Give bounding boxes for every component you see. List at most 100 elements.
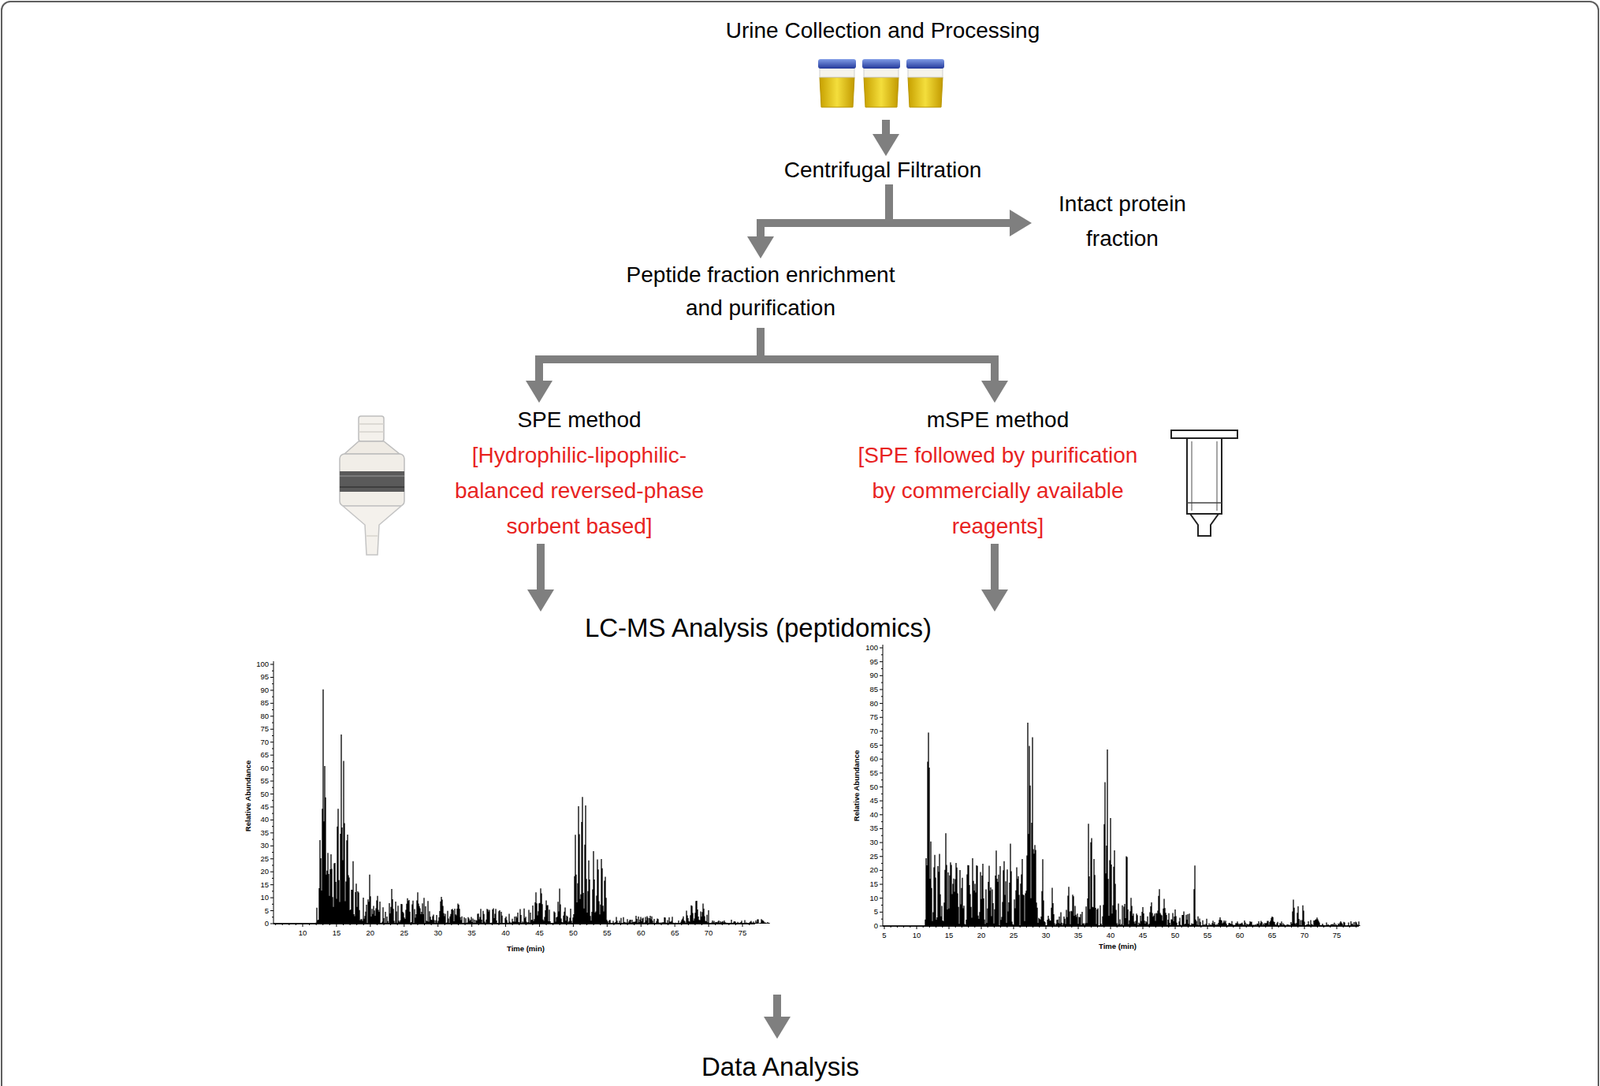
tick-label: 60 <box>859 754 879 764</box>
tick-label: 5 <box>859 907 879 917</box>
tick-label: 0 <box>859 921 879 931</box>
tick-label: 55 <box>249 776 269 786</box>
tick-label: 50 <box>561 928 585 938</box>
tick-label: 30 <box>426 928 451 938</box>
tick-label: 70 <box>696 928 721 938</box>
tick-label: 45 <box>527 928 551 938</box>
axis-title: Relative Abundance <box>243 744 254 848</box>
tick-label: 10 <box>290 928 315 938</box>
tick-label: 50 <box>249 789 269 800</box>
tick-label: 30 <box>249 840 269 851</box>
tick-label: 85 <box>249 698 269 708</box>
tick-label: 5 <box>249 906 269 916</box>
step-label: LC-MS Analysis (peptidomics) <box>498 611 1019 645</box>
process-step: Urine Collection and Processing <box>693 14 1072 120</box>
tick-label: 15 <box>937 930 961 941</box>
chart-axes <box>879 644 1359 930</box>
step-detail: [SPE followed by purification by commerc… <box>852 437 1144 544</box>
tick-label: 75 <box>1324 930 1349 941</box>
tick-label: 50 <box>859 782 879 793</box>
step-detail: [Hydrophilic-lipophilic- balanced revers… <box>441 437 718 544</box>
step-label: Centrifugal Filtration <box>748 156 1017 185</box>
tick-label: 65 <box>249 750 269 760</box>
tick-label: 85 <box>859 684 879 695</box>
flow-arrow <box>872 119 900 157</box>
step-label: mSPE method <box>852 402 1144 438</box>
tick-label: 15 <box>859 879 879 890</box>
tick-label: 100 <box>249 659 269 670</box>
tick-label: 40 <box>249 814 269 825</box>
tick-label: 20 <box>358 928 383 938</box>
tick-label: 90 <box>249 685 269 696</box>
tick-label: 90 <box>859 670 879 681</box>
tick-label: 60 <box>249 763 269 774</box>
step-label: Data Analysis <box>662 1051 899 1083</box>
tick-label: 10 <box>904 930 929 941</box>
tick-label: 65 <box>1260 930 1284 941</box>
tick-label: 40 <box>494 928 518 938</box>
tick-label: 30 <box>1034 930 1058 941</box>
spe-cartridge-icon <box>1166 425 1246 544</box>
process-step: Centrifugal Filtration <box>748 156 1017 185</box>
step-label: Peptide fraction enrichment and purifica… <box>618 258 903 325</box>
process-step: Data Analysis <box>662 1038 899 1083</box>
tick-label: 5 <box>872 930 897 941</box>
tick-label: 25 <box>859 852 879 862</box>
tick-label: 20 <box>969 930 994 941</box>
chromatogram-trace <box>273 689 770 924</box>
tick-label: 40 <box>1098 930 1123 941</box>
tick-label: 10 <box>249 893 269 903</box>
analysis-step: LC-MS Analysis (peptidomics) <box>498 611 1019 995</box>
tick-label: 20 <box>249 866 269 877</box>
tick-label: 25 <box>1001 930 1026 941</box>
tick-label: 65 <box>662 928 687 938</box>
step-label: SPE method <box>441 402 718 438</box>
urine-cup <box>818 59 856 108</box>
tick-label: 35 <box>859 823 879 834</box>
tick-label: 65 <box>859 740 879 751</box>
tick-label: 70 <box>1292 930 1317 941</box>
urine-cups <box>811 56 970 120</box>
flow-arrow <box>763 994 791 1039</box>
tick-label: 30 <box>859 837 879 848</box>
chart-axes <box>270 661 756 927</box>
output-step: Intact protein fraction <box>1031 186 1214 257</box>
tick-label: 80 <box>859 699 879 709</box>
tick-label: 60 <box>1227 930 1252 941</box>
syringe-filter-icon <box>334 413 414 563</box>
chromatogram-trace <box>882 722 1360 927</box>
tick-label: 100 <box>859 643 879 653</box>
step-label: Intact protein fraction <box>1031 186 1214 257</box>
flow-arrow <box>527 543 555 612</box>
flow-arrow <box>889 184 1032 237</box>
tick-label: 0 <box>249 919 269 929</box>
tick-label: 15 <box>249 880 269 890</box>
axis-title: Time (min) <box>490 944 562 954</box>
axis-title: Relative Abundance <box>852 734 862 838</box>
tick-label: 55 <box>595 928 619 938</box>
tick-label: 35 <box>460 928 484 938</box>
flow-arrow <box>760 327 1009 403</box>
tick-label: 95 <box>859 657 879 667</box>
tick-label: 35 <box>249 828 269 838</box>
tick-label: 80 <box>249 711 269 722</box>
tick-label: 20 <box>859 865 879 875</box>
tick-label: 55 <box>1195 930 1220 941</box>
tick-label: 35 <box>1066 930 1091 941</box>
tick-label: 10 <box>859 893 879 904</box>
tick-label: 50 <box>1163 930 1187 941</box>
tick-label: 75 <box>249 724 269 734</box>
tick-label: 45 <box>859 796 879 806</box>
flow-arrow <box>525 327 761 403</box>
step-label: Urine Collection and Processing <box>693 14 1072 48</box>
tick-label: 95 <box>249 672 269 682</box>
tick-label: 45 <box>1131 930 1155 941</box>
flow-arrow <box>747 184 890 259</box>
tick-label: 70 <box>249 737 269 748</box>
tick-label: 15 <box>324 928 349 938</box>
tick-label: 25 <box>249 854 269 864</box>
tick-label: 70 <box>859 726 879 737</box>
tick-label: 75 <box>730 928 755 938</box>
tick-label: 40 <box>859 810 879 820</box>
